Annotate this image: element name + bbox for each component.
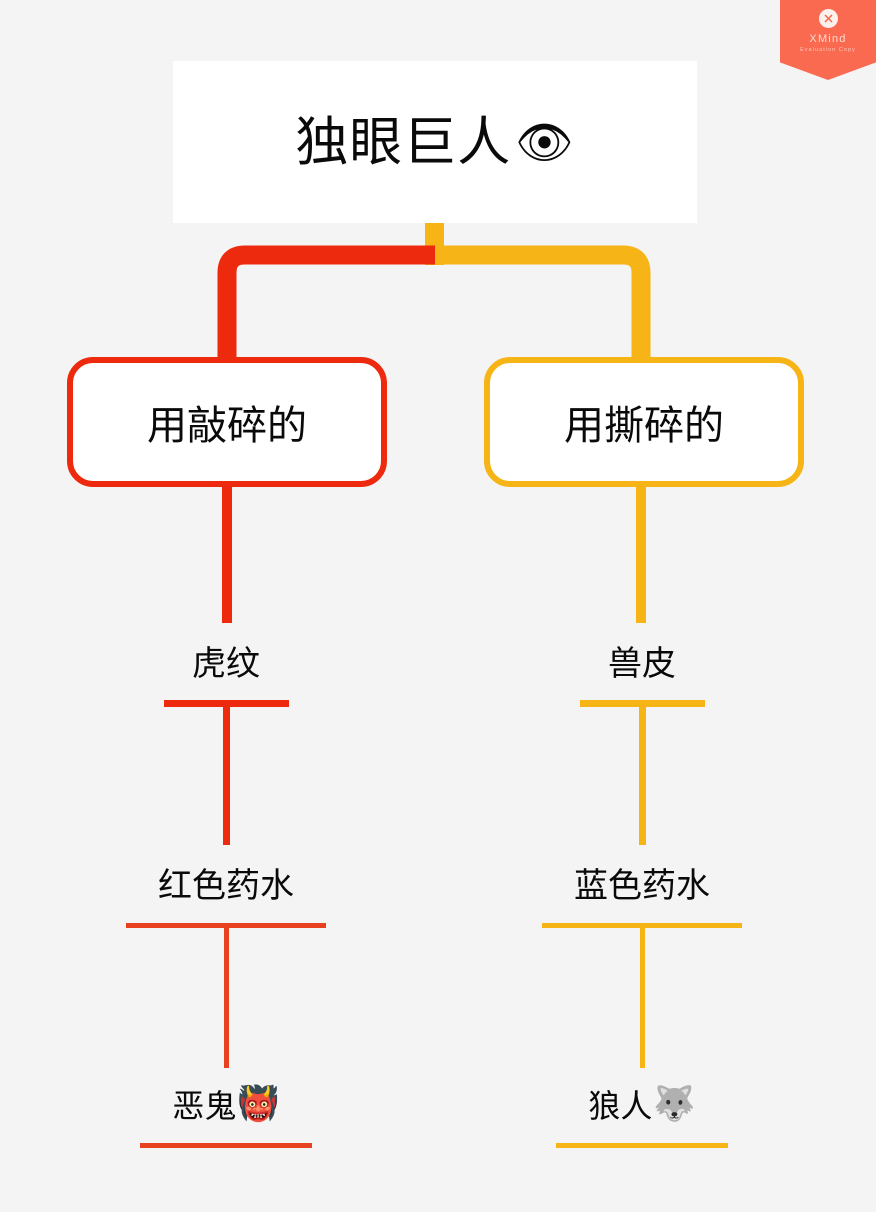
underline-left-l5 — [140, 1143, 312, 1148]
connector-right-l2-l3 — [636, 486, 646, 623]
underline-right-l5 — [556, 1143, 728, 1148]
ogre-emoji: 👹 — [237, 1085, 280, 1123]
connector-left-main — [217, 245, 435, 360]
node-right-level4-label: 蓝色药水 — [574, 866, 710, 905]
node-right-level3[interactable]: 兽皮 — [542, 633, 742, 687]
root-node-label: 独眼巨人 — [295, 112, 512, 172]
node-left-level4[interactable]: 红色药水 — [106, 855, 346, 909]
node-right-level3-label: 兽皮 — [608, 644, 676, 683]
node-left-level4-label: 红色药水 — [158, 866, 294, 905]
xmind-x-icon — [818, 9, 838, 28]
node-right-level5[interactable]: 狼人 🐺 — [542, 1077, 742, 1131]
wolf-emoji: 🐺 — [653, 1085, 696, 1123]
node-right-level5-label: 狼人 — [588, 1088, 653, 1124]
eye-emoji: 👁 — [515, 115, 575, 168]
xmind-watermark-title: XMind — [809, 33, 847, 45]
node-left-level5-label: 恶鬼 — [172, 1088, 237, 1124]
node-left-level3[interactable]: 虎纹 — [126, 633, 326, 687]
connector-left-l3-l4 — [223, 703, 230, 845]
connector-left-l2-l3 — [222, 486, 232, 623]
underline-right-l3 — [580, 700, 705, 707]
connector-right-l3-l4 — [639, 703, 646, 845]
connector-right-l4-l5 — [640, 926, 645, 1068]
node-right-level2[interactable]: 用撕碎的 — [484, 357, 804, 487]
node-left-level2-label: 用敲碎的 — [147, 404, 307, 448]
xmind-watermark-subtitle: Evaluation Copy — [800, 47, 856, 53]
node-left-level3-label: 虎纹 — [192, 644, 260, 683]
node-right-level4[interactable]: 蓝色药水 — [522, 855, 762, 909]
connector-left-l4-l5 — [224, 926, 229, 1068]
underline-right-l4 — [542, 923, 742, 928]
mindmap-root-node[interactable]: 独眼巨人 👁 — [173, 61, 697, 223]
node-left-level2[interactable]: 用敲碎的 — [67, 357, 387, 487]
underline-left-l4 — [126, 923, 326, 928]
node-right-level2-label: 用撕碎的 — [564, 404, 724, 448]
underline-left-l3 — [164, 700, 289, 707]
node-left-level5[interactable]: 恶鬼 👹 — [126, 1077, 326, 1131]
connector-right-main — [435, 245, 651, 360]
connector-root-stub — [425, 223, 444, 265]
xmind-evaluation-watermark: XMind Evaluation Copy — [780, 0, 876, 80]
